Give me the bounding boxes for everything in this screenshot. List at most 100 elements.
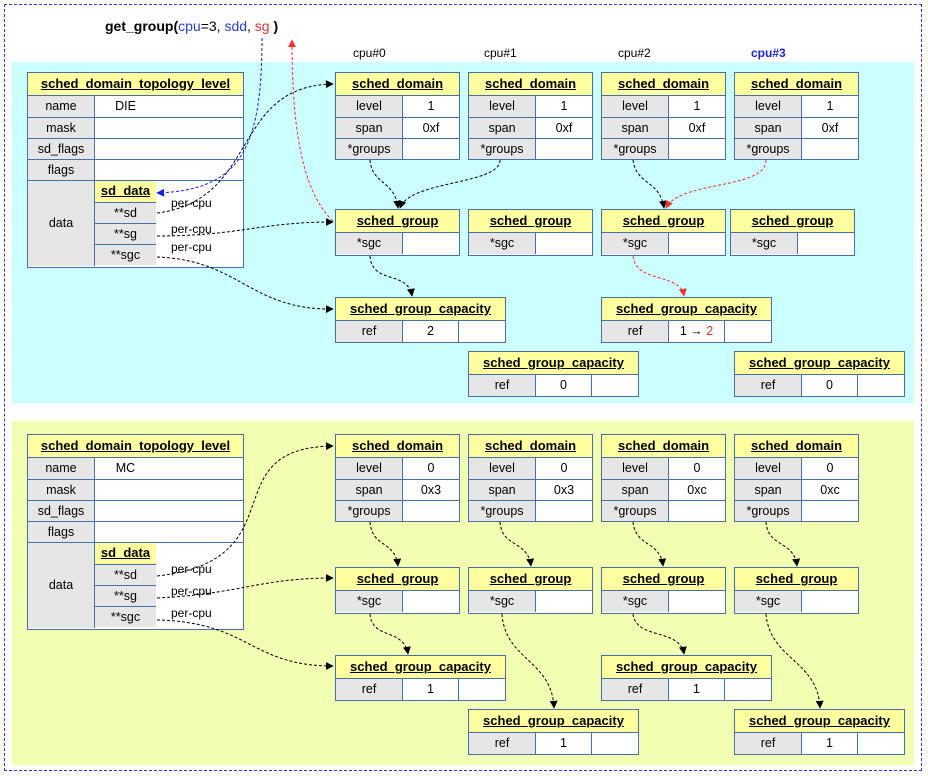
sched-domain-header: sched_domain — [336, 73, 459, 96]
function-close: ) — [269, 18, 279, 34]
function-name: get_group( — [105, 18, 179, 34]
groups-pointer: *groups — [602, 139, 669, 159]
die-sd-to-domain-arrow — [156, 80, 334, 214]
ref-value: 1 — [403, 679, 459, 700]
span-value: 0xf — [802, 118, 858, 138]
sched-domain-header: sched_domain — [469, 73, 592, 96]
level-label: level — [336, 96, 403, 117]
level-label: level — [602, 96, 669, 117]
die-flags-value — [95, 160, 156, 180]
span-value: 0xf — [403, 118, 459, 138]
die-name-value: DIE — [95, 96, 156, 117]
sched-group-header: sched_group — [731, 210, 854, 233]
ref-old-value: 1 → — [679, 324, 707, 338]
sgc-header: sched_group_capacity — [602, 656, 771, 679]
level-label: level — [735, 458, 802, 479]
arg-sdd: sdd — [224, 18, 248, 34]
span-label: span — [735, 480, 802, 500]
ref-value: 0 — [802, 375, 858, 396]
span-value: 0x3 — [536, 480, 592, 500]
mc-groups3-to-group3-arrow — [765, 521, 801, 567]
sched-domain-header: sched_domain — [469, 435, 592, 458]
die-sched-group-2: sched_group *sgc — [601, 209, 726, 256]
span-value: 0xf — [536, 118, 592, 138]
die-groups2-to-group2-arrow — [632, 159, 667, 209]
level-value: 0 — [403, 458, 459, 479]
span-label: span — [336, 118, 403, 138]
sgc-header: sched_group_capacity — [735, 710, 904, 733]
function-call-title: get_group(cpu=3, sdd, sg ) — [105, 18, 278, 34]
mc-group1-to-capacity1-arrow — [501, 613, 558, 709]
groups-pointer: *groups — [735, 139, 802, 159]
die-groups3-to-group2-red-arrow — [665, 159, 767, 209]
mc-mask-value — [95, 480, 156, 500]
span-value: 0xc — [802, 480, 858, 500]
sgc-header: sched_group_capacity — [336, 656, 505, 679]
level-label: level — [336, 458, 403, 479]
mc-sg-pointer: **sg — [95, 586, 156, 607]
die-sgc-pointer: **sgc — [95, 245, 156, 265]
level-label: level — [735, 96, 802, 117]
ref-label: ref — [735, 733, 802, 754]
mc-sd-to-domain-arrow — [156, 442, 334, 577]
sched-domain-header: sched_domain — [602, 73, 725, 96]
ref-value: 1 — [802, 733, 858, 754]
mc-name-value: MC — [95, 458, 156, 479]
sched-domain-header: sched_domain — [735, 435, 858, 458]
mc-sd-data-header: sd_data — [95, 543, 156, 565]
mc-group2-to-capacity2-arrow — [632, 613, 687, 655]
mc-sd-pointer: **sd — [95, 565, 156, 586]
die-sched-group-1: sched_group *sgc — [468, 209, 593, 256]
arg-sg: sg — [254, 18, 270, 34]
ref-label: ref — [602, 321, 669, 342]
sched-group-header: sched_group — [336, 568, 459, 591]
groups-pointer: *groups — [735, 501, 802, 521]
mc-per-cpu-sg: per-cpu — [171, 584, 212, 598]
cpu-label-1: cpu#1 — [484, 46, 517, 60]
level-value: 1 — [536, 96, 592, 117]
ref-new-value: 2 — [706, 324, 714, 338]
sgc-pointer: *sgc — [731, 233, 798, 254]
die-sd-flags-label: sd_flags — [28, 139, 95, 159]
die-sg-to-group-arrow — [156, 218, 334, 237]
span-value: 0xc — [669, 480, 725, 500]
die-topology-level-header: sched_domain_topology_level — [28, 73, 243, 96]
sched-domain-header: sched_domain — [336, 435, 459, 458]
groups-pointer: *groups — [469, 139, 536, 159]
die-groups0-to-group0-arrow — [369, 159, 402, 209]
die-group0-to-capacity0-arrow — [369, 255, 415, 297]
arg-separator: , — [247, 18, 255, 34]
mc-sched-group-0: sched_group *sgc — [335, 567, 460, 614]
sched-group-header: sched_group — [735, 568, 858, 591]
mc-per-cpu-sgc: per-cpu — [171, 606, 212, 620]
span-label: span — [735, 118, 802, 138]
sched-group-header: sched_group — [602, 210, 725, 233]
die-sd-data-header: sd_data — [95, 181, 156, 203]
mc-sgc-pointer: **sgc — [95, 607, 156, 627]
mc-group0-to-capacity0-arrow — [369, 613, 411, 655]
ref-value: 2 — [403, 321, 459, 342]
mc-mask-label: mask — [28, 480, 95, 500]
die-sched-group-0: sched_group *sgc — [335, 209, 460, 256]
sgc-pointer: *sgc — [469, 233, 536, 254]
ref-value: 0 — [536, 375, 592, 396]
groups-pointer: *groups — [336, 501, 403, 521]
mc-group3-to-capacity3-arrow — [765, 613, 824, 709]
die-per-cpu-sg: per-cpu — [171, 222, 212, 236]
mc-groups1-to-group1-arrow — [499, 521, 535, 567]
die-name-label: name — [28, 96, 95, 117]
level-label: level — [469, 458, 536, 479]
sgc-pointer: *sgc — [336, 233, 403, 254]
level-value: 1 — [802, 96, 858, 117]
sgc-header: sched_group_capacity — [336, 298, 505, 321]
